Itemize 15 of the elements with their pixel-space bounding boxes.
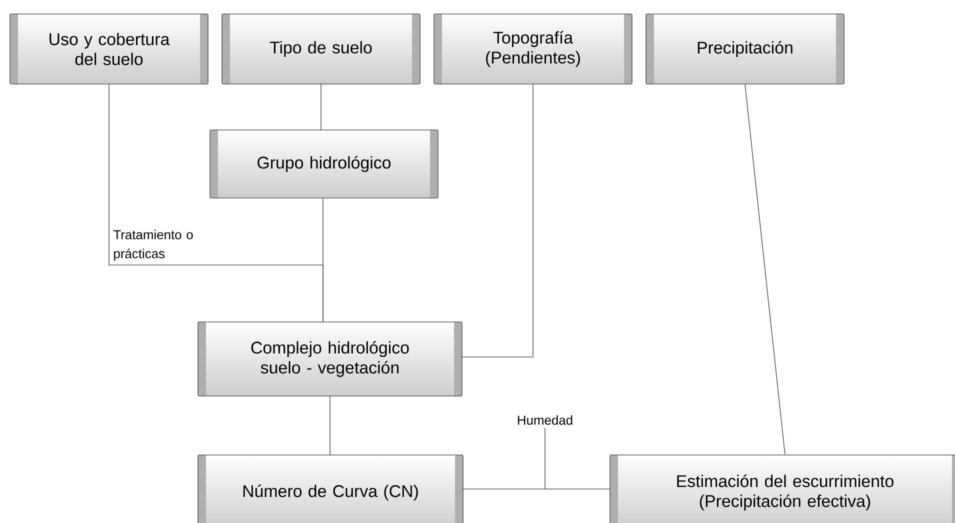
connector-line: [462, 84, 534, 358]
process-box: Estimación del escurrimiento (Precipitación efectiva): [610, 454, 955, 523]
connector-line: [108, 84, 324, 322]
process-box: Complejo hidrológico suelo - vegetación: [198, 322, 462, 396]
edge-label: Tratamiento o prácticas: [114, 230, 193, 261]
process-box: Número de Curva (CN): [198, 454, 464, 523]
process-box: Grupo hidrológico: [210, 130, 438, 198]
process-box: Precipitación: [646, 14, 844, 84]
process-box: Uso y cobertura del suelo: [10, 14, 208, 84]
process-box: Tipo de suelo: [222, 14, 420, 84]
connector-line: [320, 84, 322, 130]
process-box: Topografía (Pendientes): [434, 14, 632, 84]
connector-line: [462, 488, 610, 490]
connector-line: [744, 84, 786, 455]
edge-label: Humedad: [518, 415, 572, 425]
